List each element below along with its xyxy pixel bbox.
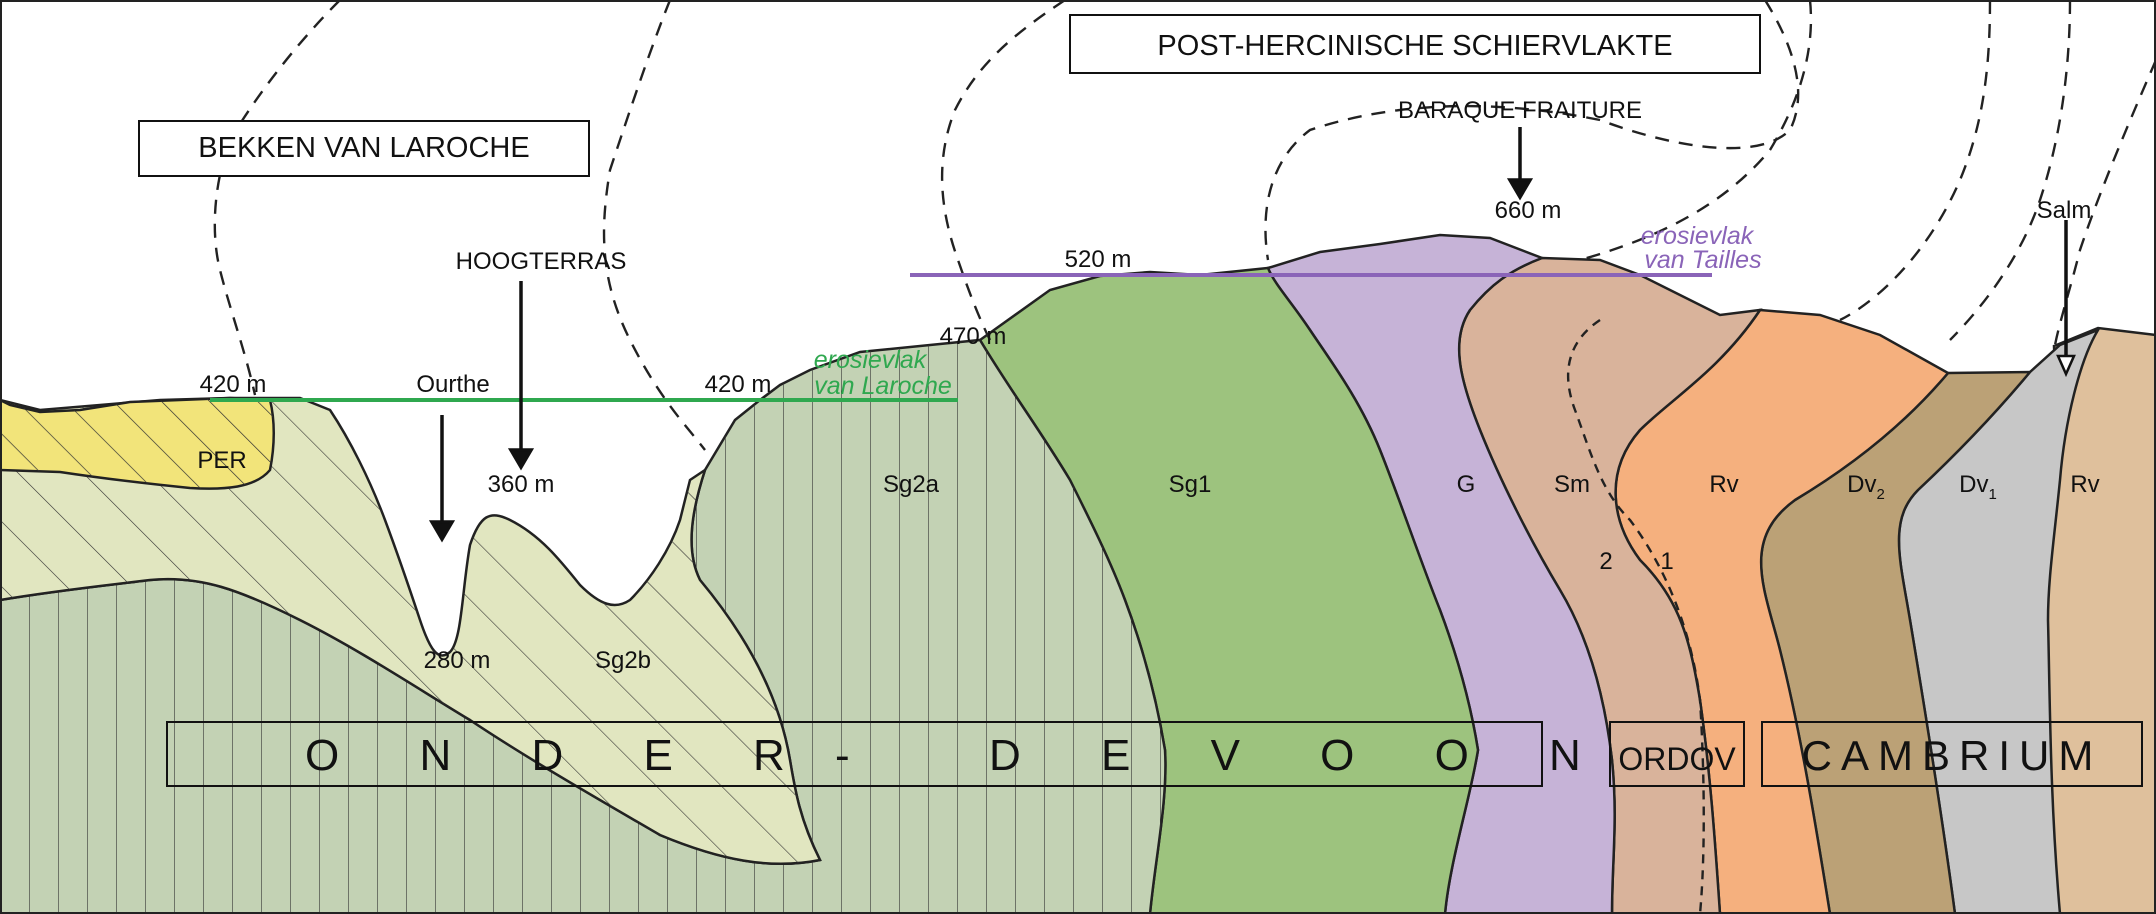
era-onder: O N D E R <box>305 731 819 780</box>
label-520: 520 m <box>1065 246 1132 273</box>
era-ordov: ORDOV <box>1618 741 1736 777</box>
unit-label-sg2a: Sg2a <box>883 471 940 498</box>
arrow-ourthe-head <box>432 522 452 539</box>
schiervlakte-title: POST-HERCINISCHE SCHIERVLAKTE <box>1157 30 1672 62</box>
label-420-left: 420 m <box>200 371 267 398</box>
unit-label-rv: Rv <box>1709 471 1738 498</box>
label-hoogterras: HOOGTERRAS <box>456 248 627 275</box>
unit-label-rv-east: Rv <box>2070 471 2099 498</box>
label-280: 280 m <box>424 647 491 674</box>
label-laroche-surface-2: van Laroche <box>814 372 952 400</box>
label-470: 470 m <box>940 323 1007 350</box>
label-laroche-surface-1: erosievlak <box>814 346 928 374</box>
dashed-profile-6 <box>1840 0 1990 320</box>
unit-label-g: G <box>1457 471 1476 498</box>
era-dash: - <box>835 731 884 780</box>
dv2-main: Dv <box>1847 471 1876 498</box>
dv1-subscript: 1 <box>1989 486 1997 503</box>
dashed-profile-3 <box>942 0 1065 340</box>
dashed-profile-1 <box>215 0 340 395</box>
unit-label-per: PER <box>197 447 246 474</box>
sm-sub-2: 2 <box>1599 548 1612 575</box>
bekken-title: BEKKEN VAN LAROCHE <box>198 132 529 164</box>
arrow-baraque-head <box>1510 180 1530 197</box>
label-baraque-fraiture: BARAQUE FRAITURE <box>1398 97 1642 124</box>
era-cambrium: CAMBRIUM <box>1802 732 2103 779</box>
sm-sub-1: 1 <box>1660 548 1673 575</box>
label-660: 660 m <box>1495 197 1562 224</box>
label-tailles-surface-2: van Tailles <box>1644 246 1761 274</box>
dashed-profile-7 <box>1950 0 2070 340</box>
label-360: 360 m <box>488 471 555 498</box>
era-devoon: D E V O O N <box>989 731 1615 780</box>
arrow-hoogterras-head <box>511 450 531 467</box>
dv1-main: Dv <box>1959 471 1988 498</box>
unit-label-sg2b: Sg2b <box>595 647 651 674</box>
label-ourthe: Ourthe <box>416 371 489 398</box>
dv2-subscript: 2 <box>1877 486 1885 503</box>
unit-label-sg1: Sg1 <box>1169 471 1212 498</box>
label-salm: Salm <box>2037 197 2092 224</box>
dashed-profile-2 <box>604 0 705 450</box>
unit-label-sm: Sm <box>1554 471 1590 498</box>
label-420-mid: 420 m <box>705 371 772 398</box>
